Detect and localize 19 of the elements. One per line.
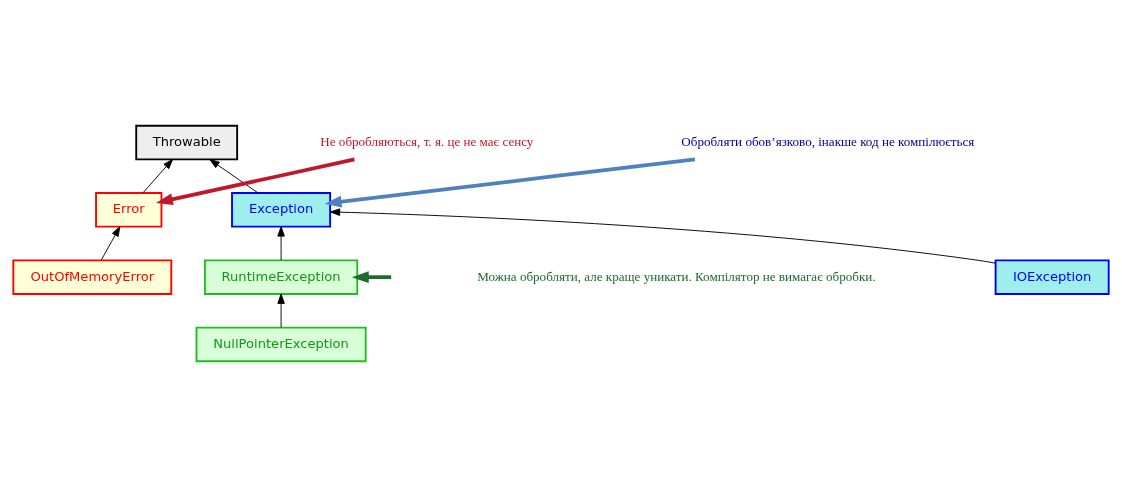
node-box: Throwable: [135, 124, 239, 160]
node-box: IOException: [994, 258, 1110, 295]
arrow: [329, 207, 996, 264]
arrow: [277, 293, 285, 328]
node-text: Можна обробляти, але краще уникати. Компілятор не вимагає обробки.: [477, 268, 876, 284]
node-text: Обробляти обов’язково, інакше код не компілюється: [681, 133, 975, 149]
arrow: [324, 157, 696, 208]
node-text: Не обробляються, т. я. це не має сенсу: [320, 133, 534, 149]
node-box: OutOfMemoryError: [12, 258, 173, 295]
arrow: [277, 225, 285, 260]
node-box: RuntimeException: [203, 258, 359, 295]
arrow: [209, 158, 259, 193]
node-box: Exception: [231, 191, 332, 228]
arrow: [142, 158, 173, 193]
node-box: Error: [95, 191, 163, 228]
arrow: [100, 225, 121, 260]
arrow: [351, 270, 392, 283]
node-box: NullPointerException: [195, 326, 367, 362]
arrow: [155, 157, 355, 205]
